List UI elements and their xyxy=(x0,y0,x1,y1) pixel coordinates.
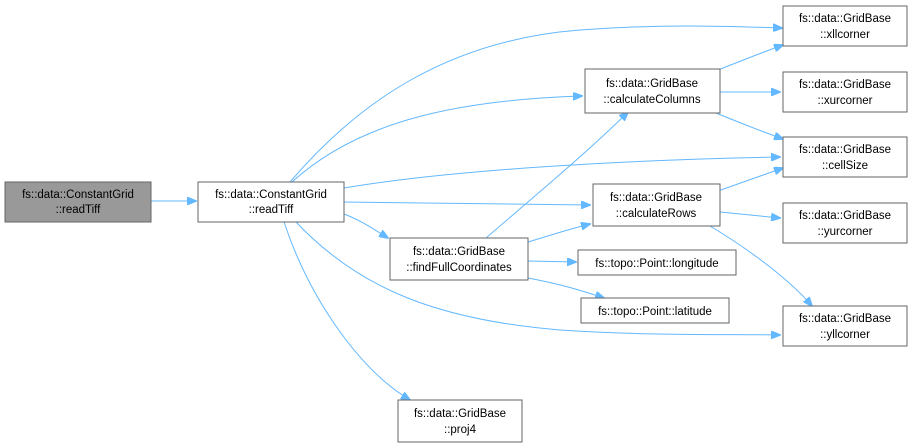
edge-readtiff-to-findfullcoordinates xyxy=(343,213,388,238)
node-label-line1: fs::data::GridBase xyxy=(606,78,698,90)
node-label-line1: fs::data::GridBase xyxy=(799,79,891,91)
node-label-line2: ::yurcorner xyxy=(818,226,873,238)
node-gridbase-proj4[interactable]: fs::data::GridBase ::proj4 xyxy=(397,399,523,443)
node-label-line1: fs::data::GridBase xyxy=(610,192,702,204)
node-label-line2: ::calculateColumns xyxy=(603,94,700,106)
node-label-line2: ::yllcorner xyxy=(820,329,870,341)
edge-readtiff-to-calculatecolumns xyxy=(291,96,582,183)
node-constantgrid-readtiff-root[interactable]: fs::data::ConstantGrid ::readTiff xyxy=(4,181,152,223)
node-label-line1: fs::data::ConstantGrid xyxy=(22,189,134,201)
node-constantgrid-readtiff[interactable]: fs::data::ConstantGrid ::readTiff xyxy=(197,181,345,223)
node-gridbase-yllcorner[interactable]: fs::data::GridBase ::yllcorner xyxy=(782,305,908,347)
node-label-line2: ::calculateRows xyxy=(616,208,697,220)
node-label-line1: fs::data::GridBase xyxy=(413,246,505,258)
node-label-line1: fs::data::GridBase xyxy=(799,13,891,25)
node-gridbase-xllcorner[interactable]: fs::data::GridBase ::xllcorner xyxy=(782,5,908,47)
node-label-line1: fs::data::GridBase xyxy=(799,144,891,156)
edge-calculaterows-to-yurcorner xyxy=(719,211,780,218)
node-label-line1: fs::topo::Point::latitude xyxy=(598,306,712,318)
node-gridbase-xurcorner[interactable]: fs::data::GridBase ::xurcorner xyxy=(782,71,908,113)
edge-calculaterows-to-yllcorner xyxy=(709,225,812,306)
node-gridbase-calculatecolumns[interactable]: fs::data::GridBase ::calculateColumns xyxy=(584,68,721,114)
edge-readtiff-to-proj4 xyxy=(283,221,410,400)
node-label-line1: fs::data::GridBase xyxy=(799,313,891,325)
edge-calculaterows-to-cellsize xyxy=(717,168,783,192)
node-point-longitude[interactable]: fs::topo::Point::longitude xyxy=(577,249,737,276)
node-label-line1: fs::data::GridBase xyxy=(799,210,891,222)
node-label-line2: ::cellSize xyxy=(822,160,868,172)
node-gridbase-yurcorner[interactable]: fs::data::GridBase ::yurcorner xyxy=(782,202,908,244)
node-point-latitude[interactable]: fs::topo::Point::latitude xyxy=(580,297,730,324)
node-label-line2: ::readTiff xyxy=(56,204,102,216)
node-gridbase-calculaterows[interactable]: fs::data::GridBase ::calculateRows xyxy=(592,183,721,227)
node-label-line1: fs::topo::Point::longitude xyxy=(595,258,718,270)
edge-calculatecolumns-to-xllcorner xyxy=(717,45,783,71)
edge-readtiff-to-cellsize xyxy=(343,157,780,189)
edge-findfull-to-calculatecolumns xyxy=(485,112,628,239)
edge-calculatecolumns-to-cellsize xyxy=(715,112,783,139)
node-label-line2: ::findFullCoordinates xyxy=(406,262,512,274)
node-label-line2: ::readTiff xyxy=(249,204,295,216)
node-gridbase-cellsize[interactable]: fs::data::GridBase ::cellSize xyxy=(782,136,908,178)
edge-findfull-to-longitude xyxy=(527,261,576,262)
node-label-line1: fs::data::ConstantGrid xyxy=(215,189,327,201)
edge-findfull-to-calculaterows xyxy=(527,224,590,243)
node-label-line2: ::xurcorner xyxy=(818,95,873,107)
edge-readtiff-to-yllcorner xyxy=(295,221,780,335)
edge-readtiff-to-xllcorner xyxy=(289,26,782,183)
edge-readtiff-to-calculaterows xyxy=(343,202,590,205)
edge-findfull-to-latitude xyxy=(527,277,604,298)
edges xyxy=(151,26,812,400)
node-label-line2: ::proj4 xyxy=(444,424,477,436)
node-label-line1: fs::data::GridBase xyxy=(414,408,506,420)
node-label-line2: ::xllcorner xyxy=(820,29,870,41)
node-gridbase-findfullcoordinates[interactable]: fs::data::GridBase ::findFullCoordinates xyxy=(389,237,529,281)
